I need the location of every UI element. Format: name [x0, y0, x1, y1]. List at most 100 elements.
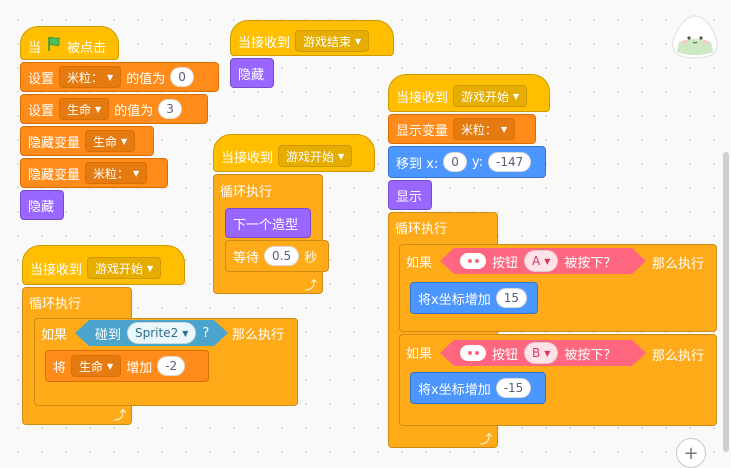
- set-variable-block[interactable]: 设置 生命▼ 的值为 3: [20, 94, 208, 124]
- number-input[interactable]: 15: [495, 288, 527, 308]
- receive-label: 当接收到: [396, 90, 449, 106]
- forever-loop-header[interactable]: 循环执行: [22, 287, 132, 317]
- button-pressed-condition[interactable]: 按钮 A▼ 被按下？: [440, 248, 646, 274]
- chevron-down-icon: ▼: [95, 104, 102, 114]
- forever-loop-header[interactable]: 循环执行: [213, 174, 323, 206]
- chevron-down-icon: ▼: [182, 328, 189, 338]
- then-label: 那么执行: [652, 257, 705, 272]
- receive-label: 当接收到: [30, 262, 83, 278]
- dropdown-text: Sprite2: [135, 326, 179, 340]
- message-dropdown[interactable]: 游戏开始▼: [278, 145, 353, 167]
- number-input[interactable]: 3: [158, 99, 182, 119]
- chevron-down-icon: ▼: [338, 151, 345, 161]
- when-receive-block[interactable]: 当接收到 游戏开始▼: [213, 134, 375, 172]
- when-receive-block[interactable]: 当接收到 游戏开始▼: [388, 74, 550, 112]
- change-by-label: 增加: [126, 360, 153, 376]
- green-flag-icon: [46, 36, 62, 56]
- dropdown-text: A: [532, 254, 541, 268]
- show-variable-label: 显示变量: [396, 123, 449, 139]
- then-label: 那么执行: [652, 349, 705, 364]
- then-label: 那么执行: [232, 328, 285, 343]
- button-label: 按钮: [492, 255, 519, 271]
- hide-label: 隐藏: [28, 199, 55, 215]
- message-dropdown[interactable]: 游戏开始▼: [87, 257, 162, 279]
- hide-block[interactable]: 隐藏: [20, 190, 64, 220]
- question-mark: ?: [202, 325, 210, 341]
- number-input[interactable]: -2: [157, 356, 186, 376]
- chevron-down-icon: ▼: [121, 136, 128, 146]
- variable-dropdown[interactable]: 米粒：▼: [453, 118, 516, 140]
- variable-dropdown[interactable]: 米粒：▼: [85, 162, 148, 184]
- wait-block[interactable]: 等待 0.5 秒: [225, 240, 329, 272]
- when-receive-block[interactable]: 当接收到 游戏结束▼: [230, 20, 394, 56]
- message-dropdown[interactable]: 游戏结束▼: [295, 30, 370, 52]
- number-input[interactable]: 0.5: [264, 246, 300, 266]
- y-input[interactable]: -147: [488, 152, 532, 172]
- vertical-scrollbar[interactable]: [723, 152, 729, 452]
- button-key-dropdown[interactable]: A▼: [524, 250, 558, 272]
- forever-label: 循环执行: [220, 184, 273, 200]
- sprite-dropdown[interactable]: Sprite2▼: [127, 322, 196, 344]
- goto-xy-block[interactable]: 移到 x: 0 y: -147: [388, 146, 546, 178]
- message-dropdown[interactable]: 游戏开始▼: [453, 85, 528, 107]
- set-variable-block[interactable]: 设置 米粒：▼ 的值为 0: [20, 62, 219, 92]
- value-label: 的值为: [126, 71, 166, 87]
- hide-variable-block[interactable]: 隐藏变量 生命▼: [20, 126, 154, 156]
- variable-dropdown[interactable]: 生命▼: [71, 355, 122, 377]
- loop-arrow-icon: ⤴: [114, 408, 127, 422]
- change-label: 将: [53, 360, 67, 376]
- chevron-down-icon: ▼: [355, 36, 362, 46]
- button-pressed-condition[interactable]: 按钮 B▼ 被按下？: [440, 340, 646, 366]
- zoom-in-icon[interactable]: +: [676, 438, 706, 468]
- show-label: 显示: [396, 189, 423, 205]
- variable-dropdown[interactable]: 生命▼: [59, 98, 110, 120]
- if-label: 如果: [41, 327, 68, 343]
- button-key-dropdown[interactable]: B▼: [524, 342, 558, 364]
- change-x-block[interactable]: 将x坐标增加 15: [410, 282, 538, 314]
- when-flag-clicked-block[interactable]: 当 被点击: [20, 26, 119, 60]
- hide-variable-block[interactable]: 隐藏变量 米粒：▼: [20, 158, 168, 188]
- if-header[interactable]: 如果: [399, 334, 717, 370]
- when-receive-block[interactable]: 当接收到 游戏开始▼: [22, 245, 185, 285]
- when-label: 当: [28, 40, 42, 56]
- pressed-label: 被按下？: [564, 255, 617, 271]
- if-header[interactable]: 如果: [34, 318, 298, 348]
- receive-label: 当接收到: [238, 35, 291, 51]
- dropdown-text: 米粒：: [461, 122, 498, 137]
- show-block[interactable]: 显示: [388, 180, 432, 210]
- chevron-down-icon: ▼: [513, 91, 520, 101]
- change-x-block[interactable]: 将x坐标增加 -15: [410, 372, 546, 404]
- dropdown-text: 米粒：: [67, 70, 104, 85]
- robot-face-icon: [460, 253, 486, 269]
- dropdown-text: 游戏开始: [461, 89, 510, 104]
- if-label: 如果: [406, 346, 433, 362]
- variable-dropdown[interactable]: 米粒：▼: [59, 66, 122, 88]
- hide-variable-label: 隐藏变量: [28, 135, 81, 151]
- dropdown-text: 生命: [67, 102, 92, 117]
- number-input[interactable]: -15: [495, 378, 532, 398]
- if-header[interactable]: 如果: [399, 244, 717, 278]
- hide-label: 隐藏: [238, 67, 265, 83]
- variable-dropdown[interactable]: 生命▼: [85, 130, 136, 152]
- hide-variable-label: 隐藏变量: [28, 167, 81, 183]
- if-label: 如果: [406, 255, 433, 271]
- change-variable-block[interactable]: 将 生命▼ 增加 -2: [45, 350, 209, 382]
- dropdown-text: 游戏开始: [95, 261, 144, 276]
- dropdown-text: 生命: [79, 359, 104, 374]
- chevron-down-icon: ▼: [544, 256, 551, 266]
- set-label: 设置: [28, 71, 55, 87]
- forever-label: 循环执行: [29, 296, 82, 312]
- dropdown-text: 游戏结束: [303, 34, 352, 49]
- pressed-label: 被按下？: [564, 347, 617, 363]
- next-costume-block[interactable]: 下一个造型: [225, 208, 311, 238]
- x-input[interactable]: 0: [443, 152, 467, 172]
- forever-label: 循环执行: [395, 221, 448, 237]
- forever-loop-header[interactable]: 循环执行: [388, 212, 498, 242]
- robot-face-icon: [460, 345, 486, 361]
- chevron-down-icon: ▼: [501, 124, 508, 134]
- touching-sprite-condition[interactable]: 碰到 Sprite2▼ ?: [75, 320, 228, 346]
- number-input[interactable]: 0: [170, 67, 194, 87]
- show-variable-block[interactable]: 显示变量 米粒：▼: [388, 114, 536, 144]
- hide-block[interactable]: 隐藏: [230, 58, 274, 88]
